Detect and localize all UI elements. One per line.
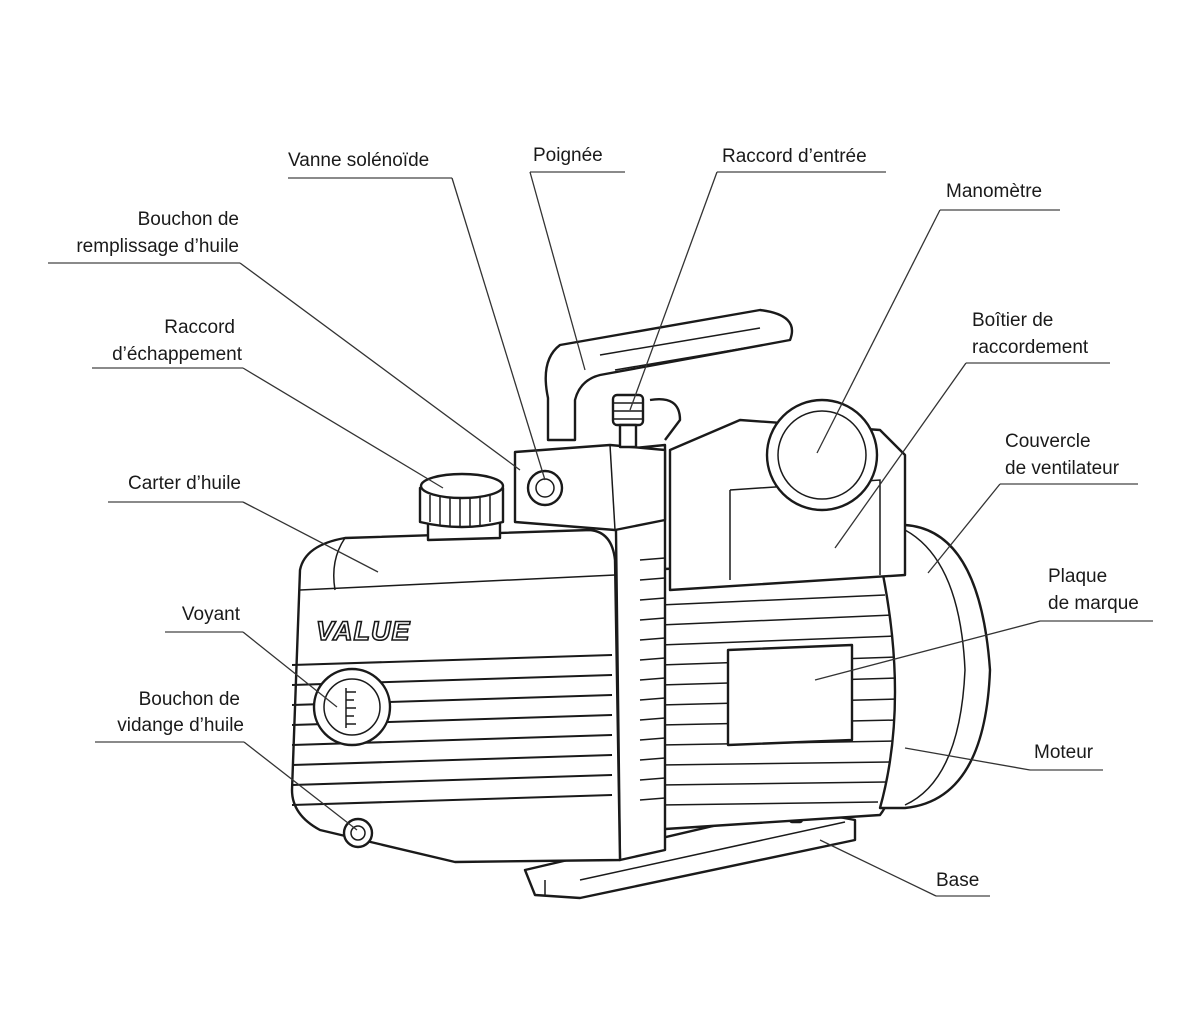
label-couvercle-1: Couvercle [1005, 431, 1091, 452]
label-couvercle-2: de ventilateur [1005, 458, 1120, 479]
callout-labels: Vanne solénoïde Poignée Raccord d’entrée… [76, 145, 1139, 891]
solenoid-valve [513, 443, 667, 532]
label-bouchon-remplissage-2: remplissage d’huile [76, 236, 239, 257]
label-plaque-2: de marque [1048, 593, 1139, 614]
label-carter: Carter d’huile [128, 473, 241, 494]
label-bouchon-remplissage-1: Bouchon de [138, 209, 239, 230]
nameplate [726, 643, 854, 747]
label-moteur: Moteur [1034, 742, 1094, 763]
label-raccord-entree: Raccord d’entrée [722, 146, 867, 167]
callout-leaders [48, 171, 1153, 897]
label-plaque-1: Plaque [1048, 566, 1107, 587]
fan-cover [878, 523, 992, 810]
label-manometre: Manomètre [946, 181, 1042, 202]
label-raccord-echappement-2: d’échappement [112, 344, 243, 365]
label-bouchon-vidange-2: vidange d’huile [117, 715, 244, 736]
label-boitier-1: Boîtier de [972, 310, 1053, 331]
label-base: Base [936, 870, 979, 891]
label-poignee: Poignée [533, 145, 603, 166]
handle [544, 308, 794, 442]
motor-body [638, 558, 917, 832]
label-bouchon-vidange-1: Bouchon de [139, 689, 240, 710]
label-boitier-2: raccordement [972, 337, 1089, 358]
manometer-gauge [765, 398, 879, 512]
label-voyant: Voyant [182, 604, 241, 625]
label-vanne-solenoide: Vanne solénoïde [288, 150, 429, 171]
inlet-fitting [611, 393, 645, 449]
oil-fill-cap [418, 472, 505, 542]
sight-glass [312, 667, 392, 747]
label-raccord-echappement-1: Raccord [164, 317, 235, 338]
center-fins [639, 557, 666, 801]
pump-illustration: VALUE [290, 308, 992, 900]
brand-logo: VALUE [316, 616, 411, 646]
